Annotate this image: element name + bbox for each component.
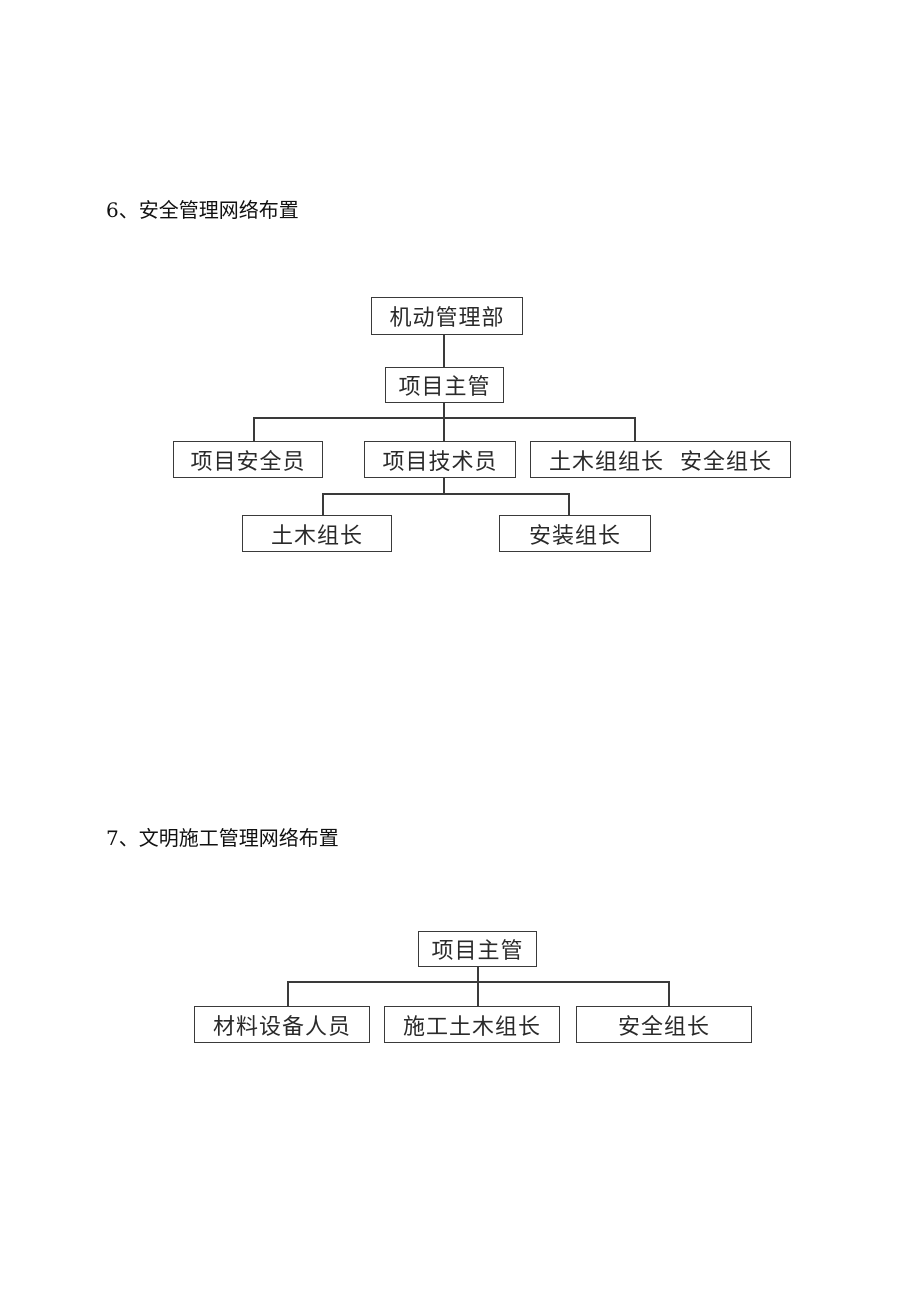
- connector-line: [634, 417, 636, 441]
- connector-line: [322, 493, 324, 515]
- node-project-supervisor: 项目主管: [418, 931, 537, 967]
- node-mechanical-management-dept: 机动管理部: [371, 297, 523, 335]
- connector-line: [253, 417, 255, 441]
- node-safety-team-leader: 安全组长: [576, 1006, 752, 1043]
- section-6-heading: 6、安全管理网络布置: [106, 198, 299, 222]
- node-construction-civil-leader: 施工土木组长: [384, 1006, 560, 1043]
- node-civil-team-leader: 土木组长: [242, 515, 392, 552]
- node-installation-team-leader: 安装组长: [499, 515, 651, 552]
- node-civil-and-safety-leaders: 土木组组长 安全组长: [530, 441, 791, 478]
- connector-line: [477, 967, 479, 981]
- connector-line: [443, 335, 445, 367]
- connector-line: [322, 493, 569, 495]
- section-7-heading: 7、文明施工管理网络布置: [106, 826, 339, 850]
- connector-line: [668, 981, 670, 1006]
- node-project-technician: 项目技术员: [364, 441, 516, 478]
- node-project-safety-officer: 项目安全员: [173, 441, 323, 478]
- connector-line: [443, 478, 445, 493]
- connector-line: [287, 981, 289, 1006]
- node-project-supervisor: 项目主管: [385, 367, 504, 403]
- connector-line: [443, 417, 445, 441]
- node-materials-equipment-staff: 材料设备人员: [194, 1006, 370, 1043]
- connector-line: [477, 981, 479, 1006]
- connector-line: [443, 403, 445, 417]
- connector-line: [568, 493, 570, 515]
